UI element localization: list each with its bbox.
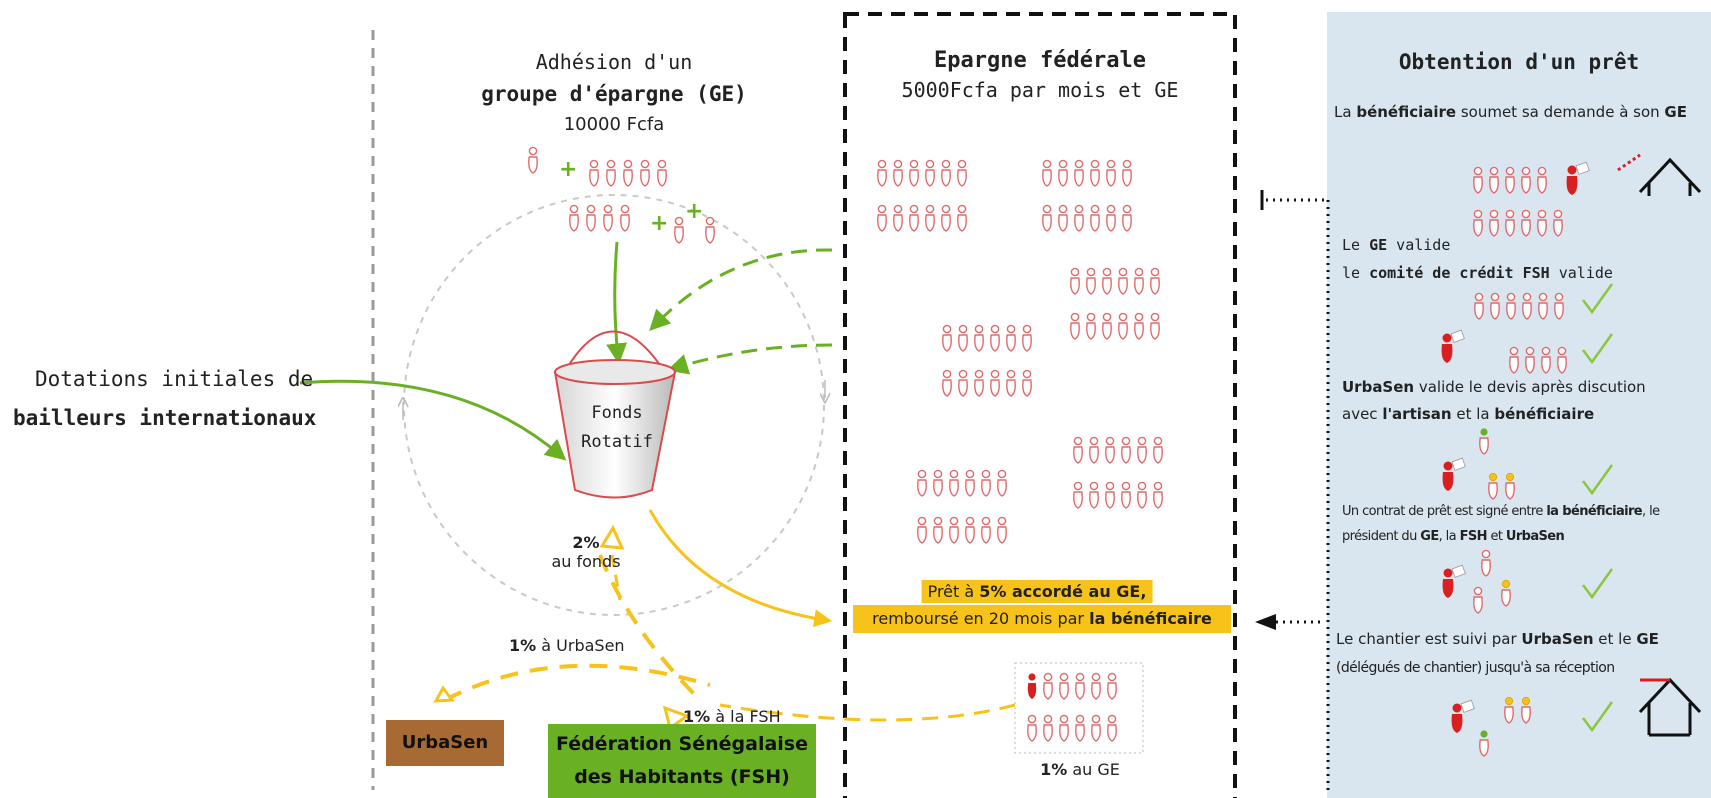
panel-step6: Un contrat de prêt est signé entre la bé… bbox=[1342, 504, 1660, 519]
bucket-fonds-rotatif bbox=[553, 330, 677, 499]
svg-text:+: + bbox=[685, 199, 703, 224]
pret-line1: Prêt à 5% accordé au GE, bbox=[921, 580, 1153, 603]
dotations-line1: Dotations initiales de bbox=[35, 367, 314, 391]
loan-panel-bg bbox=[1327, 12, 1711, 798]
cycle-circle bbox=[403, 194, 825, 616]
arrow-dotations bbox=[299, 379, 567, 461]
bucket-label-1: Fonds bbox=[591, 403, 643, 423]
panel-step3: le comité de crédit FSH valide bbox=[1342, 264, 1613, 282]
fee-ge: 1% au GE bbox=[1040, 760, 1120, 779]
arrow-urbasen bbox=[444, 663, 711, 702]
arrow-adhesion bbox=[606, 241, 628, 365]
epargne-box-border bbox=[843, 12, 1237, 798]
adhesion-line3: 10000 Fcfa bbox=[563, 114, 665, 135]
panel-step7: président du GE, la FSH et UrbaSen bbox=[1342, 529, 1565, 544]
epargne-figures bbox=[878, 160, 1162, 754]
check-icons bbox=[1582, 283, 1614, 733]
fee-urbasen: 1% à UrbaSen bbox=[509, 636, 625, 655]
epargne-title: Epargne fédérale bbox=[934, 48, 1146, 73]
adhesion-line1: Adhésion d'un bbox=[535, 50, 693, 74]
panel-step4: UrbaSen valide le devis après discution bbox=[1342, 378, 1646, 396]
arrow-fsh bbox=[598, 554, 702, 702]
pret-line2: remboursé en 20 mois par la bénéficaire bbox=[853, 605, 1231, 633]
panel-step5: avec l'artisan et la bénéficiaire bbox=[1342, 405, 1595, 423]
fee-fsh: 1% à la FSH bbox=[683, 707, 781, 726]
panel-step1: La bénéficiaire soumet sa demande à son … bbox=[1334, 103, 1687, 121]
panel-step9: (délégués de chantier) jusqu'à sa récept… bbox=[1336, 660, 1615, 676]
adhesion-line2: groupe d'épargne (GE) bbox=[481, 82, 747, 106]
panel-step2: Le GE valide bbox=[1342, 236, 1451, 254]
epargne-subtitle: 5000Fcfa par mois et GE bbox=[901, 78, 1179, 102]
dotations-line2: bailleurs internationaux bbox=[13, 406, 317, 430]
svg-text:+: + bbox=[650, 211, 668, 236]
bucket-label-2: Rotatif bbox=[581, 432, 653, 452]
arrow-epargne-2 bbox=[666, 343, 833, 375]
arrow-epargne-1 bbox=[649, 248, 833, 332]
adhesion-figures: + + + bbox=[528, 146, 715, 244]
urbasen-box: UrbaSen bbox=[386, 720, 504, 766]
panel-step8: Le chantier est suivi par UrbaSen et le … bbox=[1336, 630, 1659, 648]
svg-text:+: + bbox=[559, 157, 577, 182]
fee-fonds: 2%au fonds bbox=[551, 533, 621, 571]
arrow-pret bbox=[648, 509, 833, 628]
panel-title: Obtention d'un prêt bbox=[1398, 50, 1640, 74]
